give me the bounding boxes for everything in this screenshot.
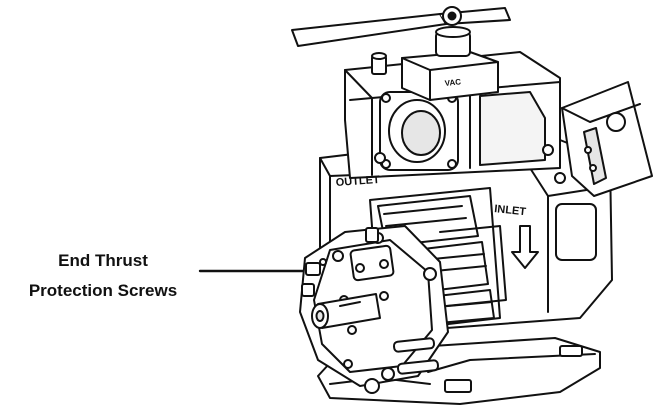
outlet-label: OUTLET <box>335 174 380 189</box>
housing-cap-screw <box>371 52 566 184</box>
callout-label-line-2: Protection Screws <box>28 281 178 300</box>
end-thrust-protection-screws <box>301 258 327 297</box>
inlet-flow-arrow-icon <box>511 225 539 269</box>
shaft-hub <box>332 227 437 381</box>
valve-block: VAC <box>401 26 499 101</box>
lever-handle <box>291 6 511 47</box>
side-bracket <box>561 81 653 197</box>
callout-label: End Thrust Protection Screws <box>8 246 198 306</box>
bottom-clamps <box>364 337 440 394</box>
inlet-label: INLET <box>494 203 527 218</box>
valve-marking: VAC <box>444 77 461 88</box>
drive-shaft <box>311 293 381 329</box>
port-flange <box>379 91 459 171</box>
callout-label-line-1: End Thrust <box>58 251 148 270</box>
